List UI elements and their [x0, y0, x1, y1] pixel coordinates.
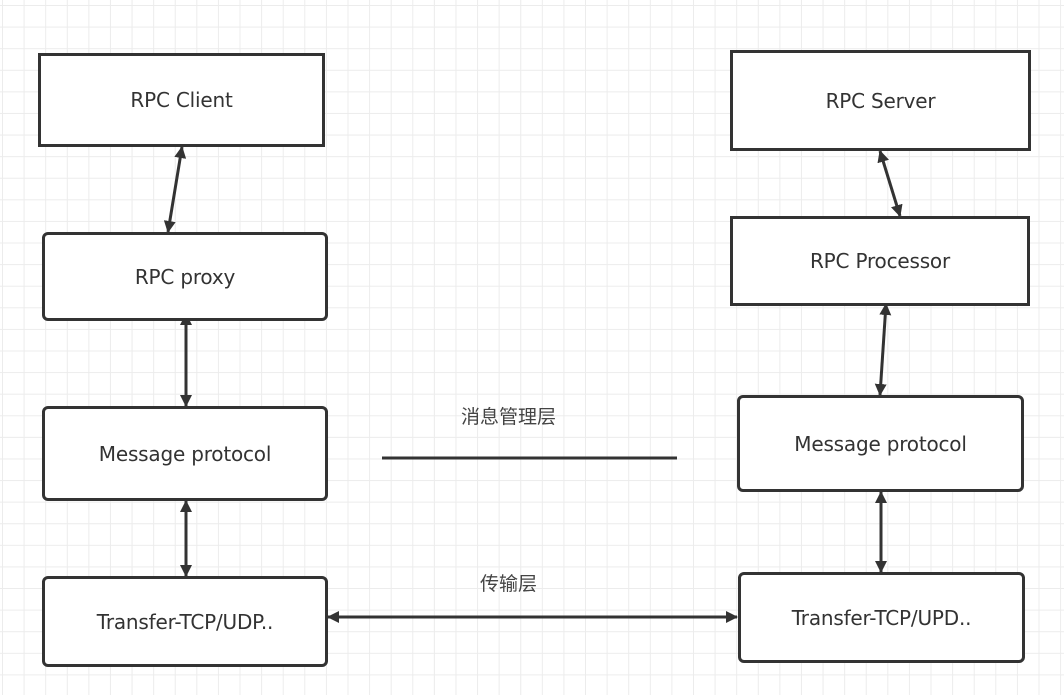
edge-server-to-processor[interactable]: [877, 150, 903, 217]
message-layer-label: 消息管理层: [461, 406, 557, 428]
node-label: Transfer-TCP/UDP..: [96, 609, 274, 634]
node-label: RPC Server: [825, 88, 936, 113]
node-label: RPC proxy: [134, 264, 236, 289]
node-label: Message protocol: [794, 431, 967, 456]
node-client-transfer[interactable]: Transfer-TCP/UDP..: [42, 576, 328, 667]
node-rpc-client[interactable]: RPC Client: [38, 53, 325, 147]
node-label: RPC Processor: [809, 249, 950, 273]
node-rpc-server[interactable]: RPC Server: [730, 50, 1031, 151]
node-rpc-processor[interactable]: RPC Processor: [730, 216, 1030, 306]
node-label: RPC Client: [130, 88, 233, 112]
edge-processor-to-message-protocol[interactable]: [874, 303, 892, 396]
node-server-message-protocol[interactable]: Message protocol: [737, 395, 1024, 492]
node-client-message-protocol[interactable]: Message protocol: [42, 406, 328, 501]
edge-client-to-proxy[interactable]: [163, 146, 187, 233]
node-rpc-proxy[interactable]: RPC proxy: [42, 232, 328, 321]
node-label: Message protocol: [98, 441, 272, 466]
transport-layer-label: 传输层: [480, 573, 538, 595]
node-server-transfer[interactable]: Transfer-TCP/UPD..: [738, 572, 1025, 663]
node-label: Transfer-TCP/UPD..: [791, 605, 972, 630]
